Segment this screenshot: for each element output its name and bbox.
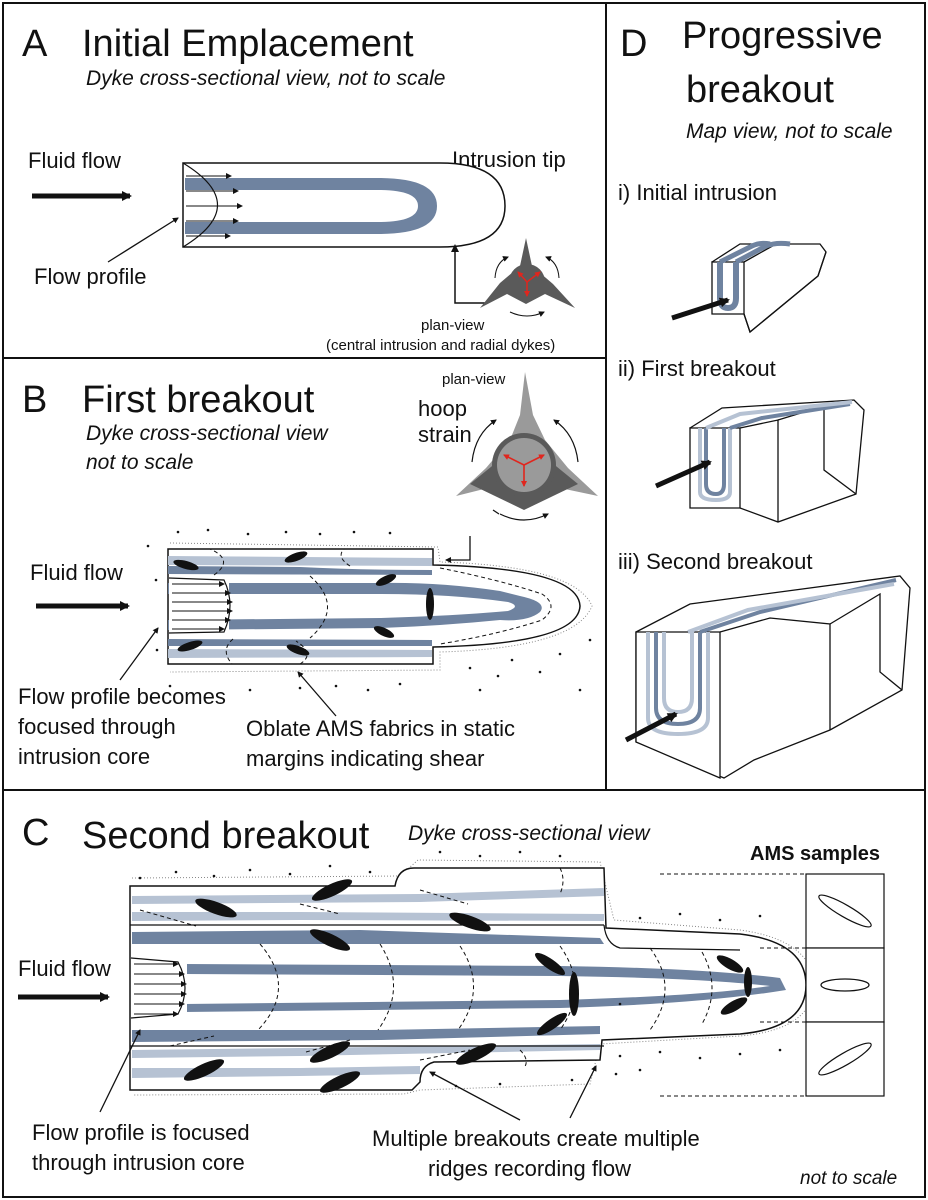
panel-b-hoop-label-line1: hoop [418,396,467,421]
panel-d-letter: D [620,23,647,65]
panel-b-oblate-line1: Oblate AMS fabrics in static [246,716,515,741]
panel-b-fluid-flow-label: Fluid flow [30,560,123,585]
panel-c-core-u-band [184,964,786,1012]
panel-a-subtitle: Dyke cross-sectional view, not to scale [86,67,445,90]
panel-b-dyke-outline [167,548,581,665]
panel-a-plan-view-note: (central intrusion and radial dykes) [326,337,555,354]
panel-d-block-first [689,399,865,523]
panel-d-arrow-second [624,711,678,743]
panel-d-step1-label: i) Initial intrusion [618,180,777,205]
panel-b-flow-profile-line2: focused through [18,714,176,739]
panel-d: D Progressive breakout Map view, not to … [618,15,911,779]
panel-c-multiple-line2: ridges recording flow [428,1156,631,1181]
panel-c-ams-ellipses [183,879,752,1093]
panel-b-bottom-dark-band [168,639,432,646]
panel-d-step2-label: ii) First breakout [618,356,776,381]
panel-b: B First breakout Dyke cross-sectional vi… [18,371,598,771]
panel-b-flow-profile-arrows [172,581,233,632]
panel-a-u-band [185,178,437,234]
panel-b-letter: B [22,379,47,421]
panel-c-top-light-band [132,888,604,904]
panel-a-letter: A [22,23,48,65]
panel-a-flow-profile-label: Flow profile [34,264,146,289]
panel-c-scatter-dots [138,850,782,1088]
panel-d-arrow-first [654,459,712,489]
panel-c-ams-samples-label: AMS samples [750,843,880,865]
panel-d-block-second [635,575,911,779]
panel-b-flow-profile-line1: Flow profile becomes [18,684,226,709]
panel-b-flow-profile-line3: intrusion core [18,744,150,769]
panel-d-title-line1: Progressive [682,15,883,57]
panel-a-flow-profile-curve [182,162,219,248]
panel-c-inner-lines [130,924,741,1047]
panel-b-scatter-dots [146,528,592,692]
panel-a-flow-profile-pointer [107,217,179,263]
panel-b-plan-view-label: plan-view [442,371,506,388]
panel-b-hoop-label-line2: strain [418,422,472,447]
panel-b-ams-ellipses [173,551,434,656]
panel-d-subtitle: Map view, not to scale [686,120,893,143]
panel-c-flow-profile-line2: through intrusion core [32,1150,245,1175]
panel-b-plan-view-pointer [445,536,471,563]
panel-b-hoop-strain-icon [456,372,598,521]
panel-b-top-dark-band [168,566,432,575]
panel-c-multiple-pointer-left [429,1071,521,1121]
panel-c-fluid-flow-label: Fluid flow [18,956,111,981]
panel-c-letter: C [22,812,49,854]
panel-c-subtitle: Dyke cross-sectional view [408,822,651,845]
panel-b-subtitle-line2: not to scale [86,451,193,474]
panel-a-fluid-flow-label: Fluid flow [28,148,121,173]
panel-c-flow-profile-pointer [99,1029,141,1113]
panel-d-step3-label: iii) Second breakout [618,549,812,574]
panel-b-flow-profile-box [169,577,229,634]
panel-a: A Initial Emplacement Dyke cross-section… [22,23,575,354]
panel-c-flow-profile-line1: Flow profile is focused [32,1120,250,1145]
panel-c-dotted-halo [131,859,815,1096]
panel-b-core-u-band [168,582,542,630]
panel-a-title: Initial Emplacement [82,23,414,65]
panel-d-arrow-initial [671,297,730,321]
panel-c-top-light-band-2 [132,912,604,921]
panel-b-subtitle-line1: Dyke cross-sectional view [86,422,329,445]
panel-c-title: Second breakout [82,815,370,857]
panel-b-oblate-line2: margins indicating shear [246,746,484,771]
panel-c-flow-profile-arrows [134,961,187,1017]
panel-b-title: First breakout [82,379,315,421]
panel-c-top-dark-band [132,930,604,944]
panel-a-flow-profile-arrows [186,173,243,239]
panel-d-title-line2: breakout [686,69,834,111]
panel-c-ams-sample-boxes [660,873,885,1097]
panel-a-plan-view-icon [451,238,575,317]
panel-c-not-to-scale: not to scale [800,1168,897,1189]
panel-a-dyke-outline [182,162,506,248]
panel-c: C Second breakout Dyke cross-sectional v… [18,812,897,1189]
panel-b-top-light-band [168,556,432,566]
panel-b-oblate-pointer [297,671,337,717]
panel-a-plan-view-label: plan-view [421,317,485,334]
panel-c-bottom-dark-band [132,1026,600,1042]
panel-c-multiple-line1: Multiple breakouts create multiple [372,1126,700,1151]
panel-b-dashed-lines [209,548,552,665]
panel-b-flow-profile-pointer [119,627,159,681]
panel-c-flow-profile-box [131,958,187,1016]
panel-d-block-initial [711,240,827,334]
panel-b-dotted-halo [169,542,593,673]
panel-c-multiple-pointer-right [569,1065,597,1119]
